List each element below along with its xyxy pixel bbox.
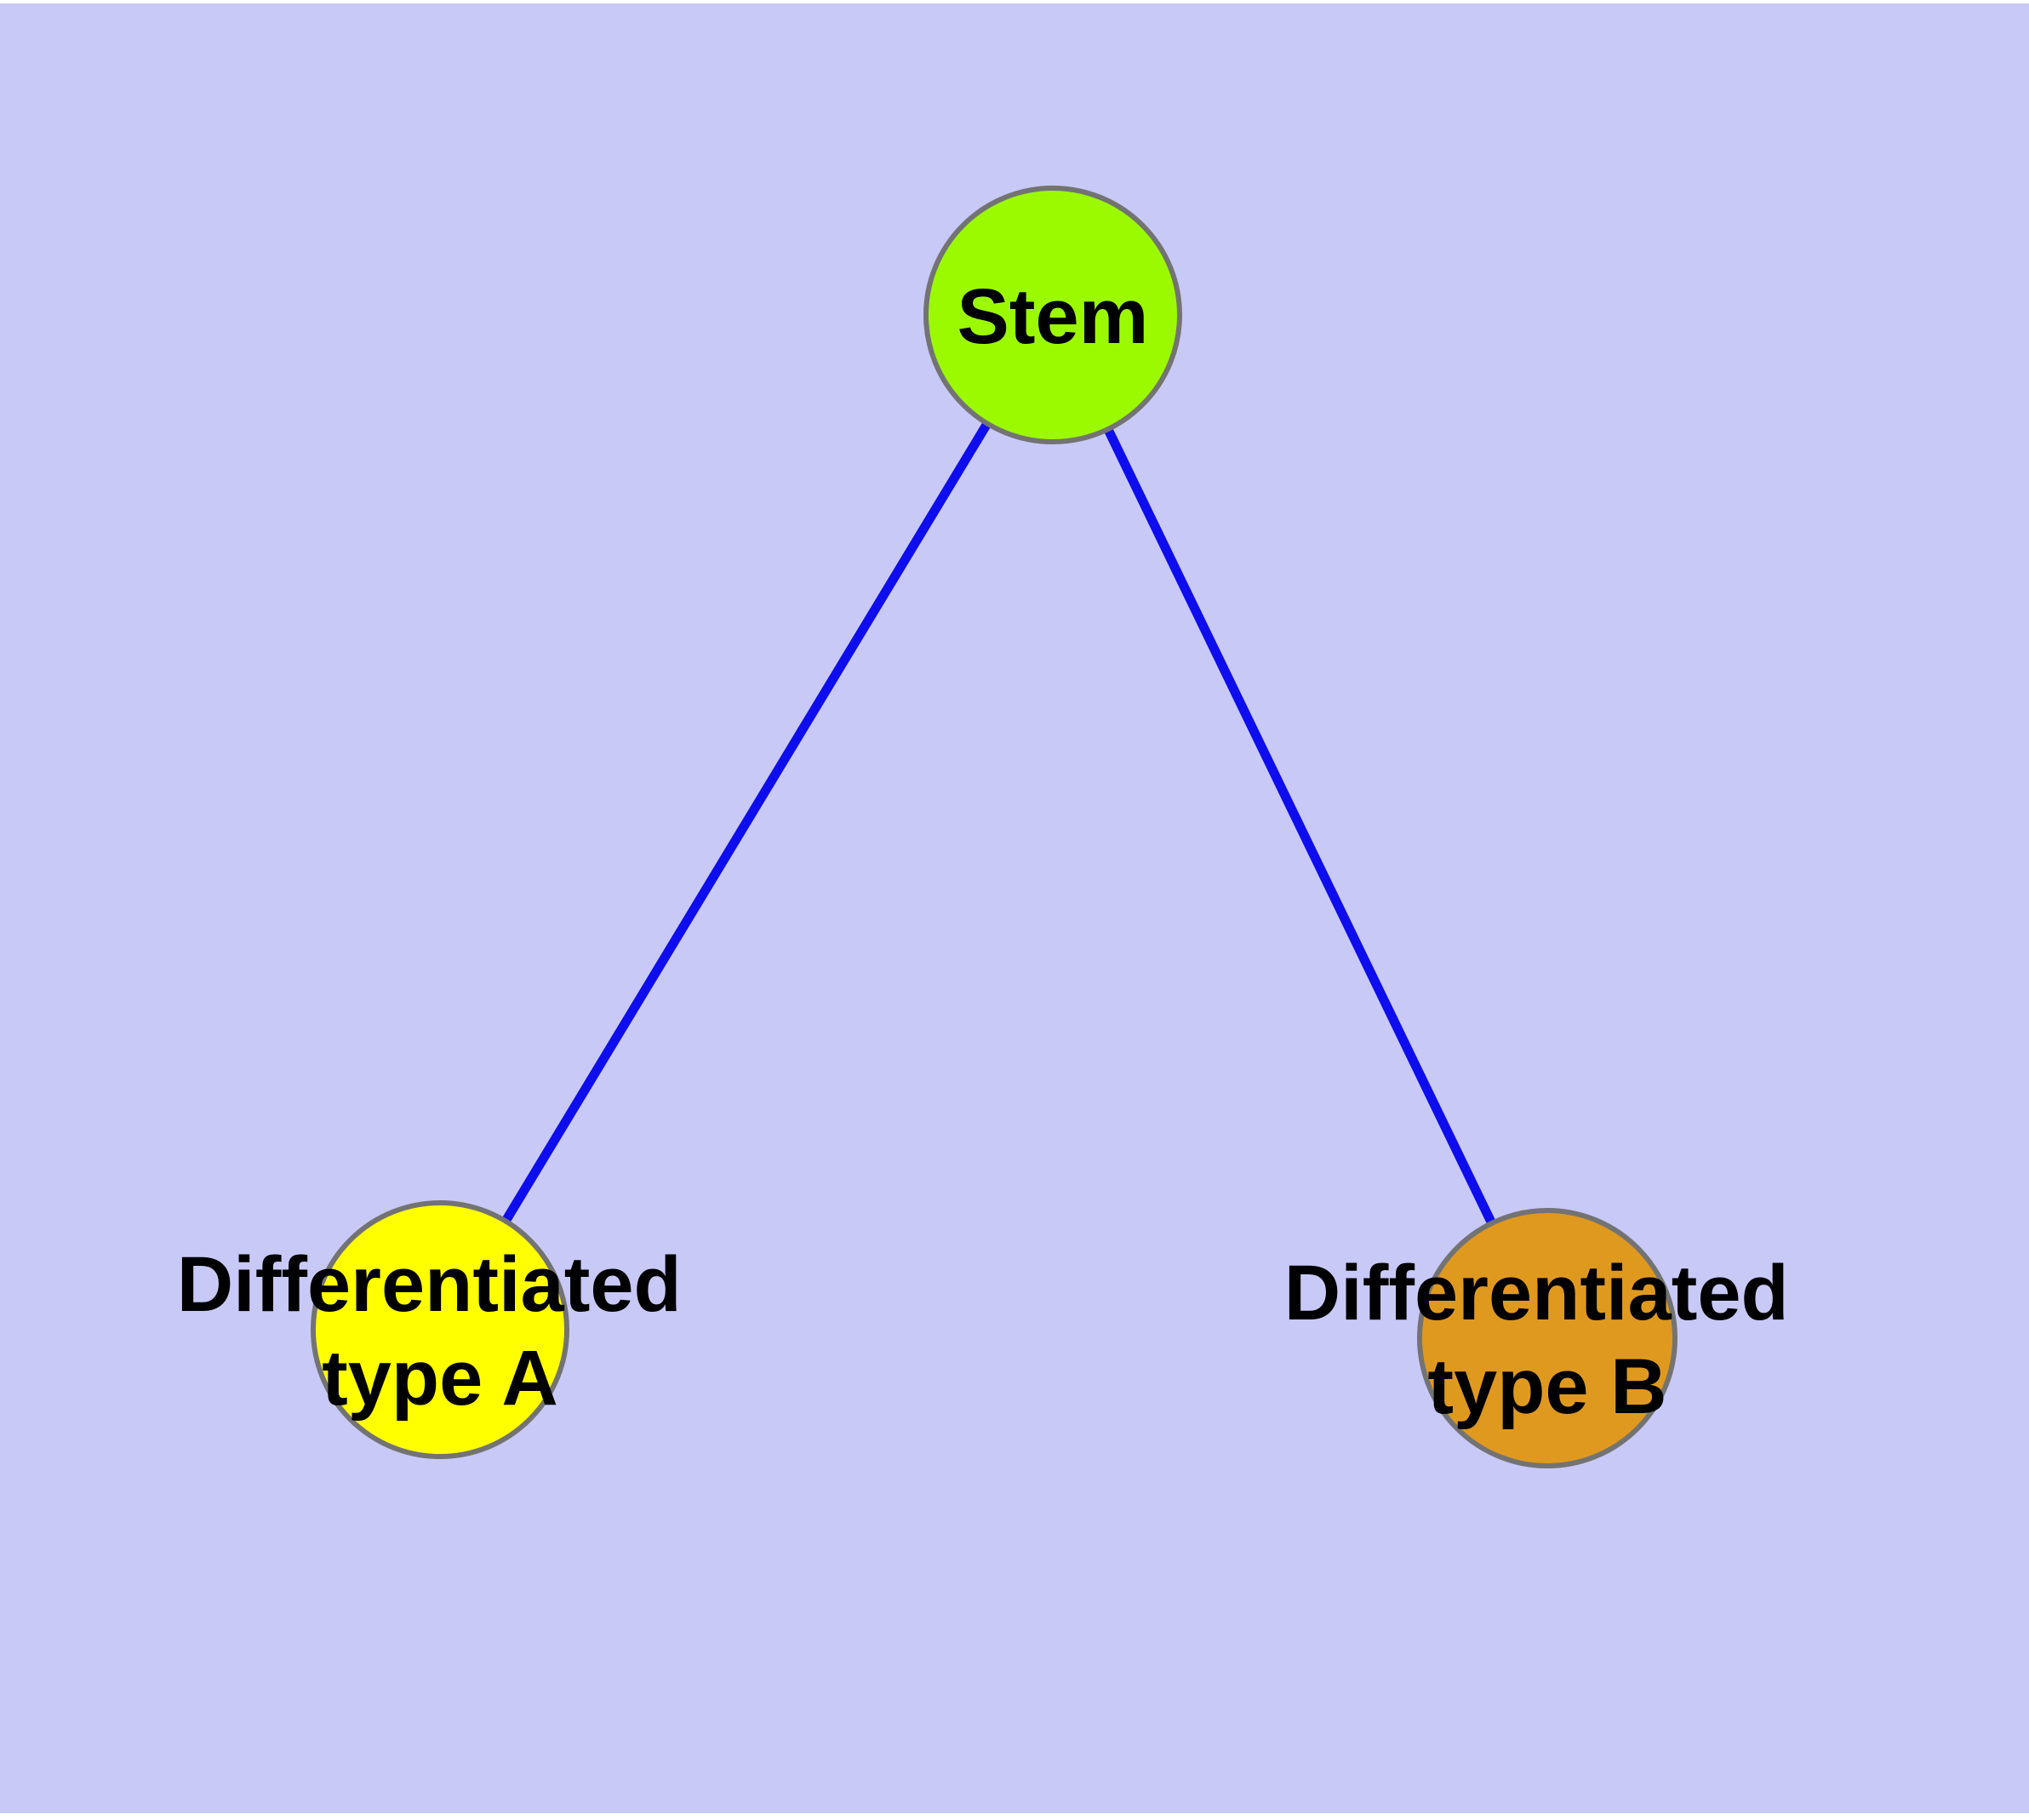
node-stem: Stem [923, 186, 1182, 444]
type-b-node-label: Differentiated type B [1284, 1250, 1811, 1430]
type-b-node-circle [1417, 1208, 1677, 1468]
node-differentiated-type-a: Differentiated type A [177, 1200, 704, 1459]
edges-layer [436, 312, 1552, 1341]
type-a-label-line-2: type A [322, 1335, 558, 1422]
stem-node-circle [923, 186, 1182, 444]
edge-stem-to-type-a [436, 312, 1057, 1332]
stem-node-label: Stem [957, 273, 1149, 360]
edge-stem-to-type-b [1049, 312, 1552, 1341]
type-a-node-label: Differentiated type A [177, 1241, 704, 1422]
stem-label-line-1: Stem [957, 273, 1149, 360]
type-a-node-circle [311, 1200, 569, 1459]
type-a-label-line-1: Differentiated [177, 1241, 682, 1328]
type-b-label-line-1: Differentiated [1284, 1250, 1789, 1336]
node-differentiated-type-b: Differentiated type B [1284, 1208, 1811, 1468]
type-b-label-line-2: type B [1427, 1343, 1666, 1430]
nodes-layer: Stem Differentiated type A Differentiate… [177, 186, 1811, 1468]
